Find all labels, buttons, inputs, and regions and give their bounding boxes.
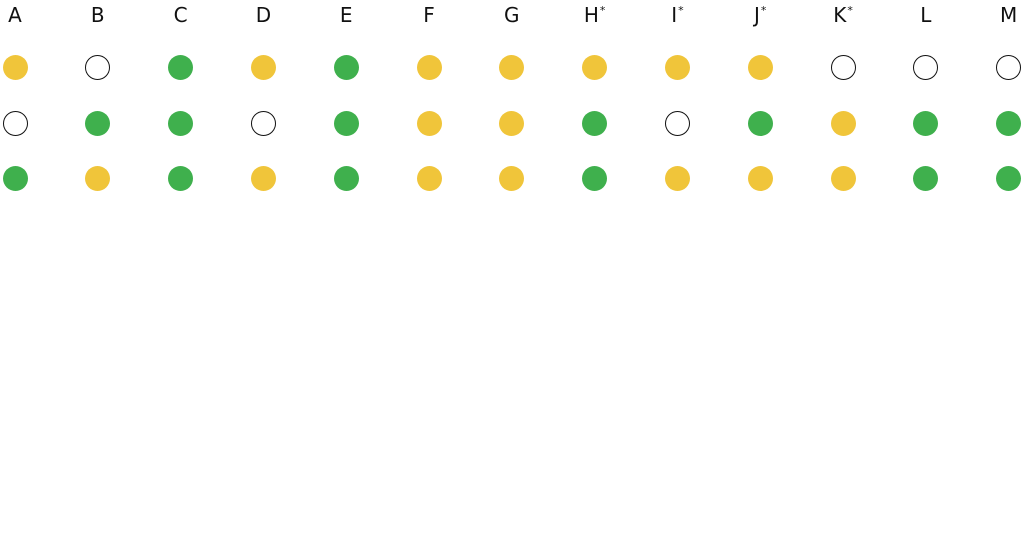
status-dot-yellow — [416, 165, 442, 191]
column-header-f: F — [409, 3, 449, 27]
status-dot-green — [2, 165, 28, 191]
column-header-j: J* — [740, 3, 780, 27]
column-label: K — [833, 3, 847, 27]
status-dot-yellow — [747, 54, 773, 80]
status-dot-green — [913, 110, 939, 136]
column-header-k: K* — [823, 3, 863, 27]
status-dot-green — [747, 110, 773, 136]
status-dot-yellow — [830, 110, 856, 136]
asterisk-marker: * — [599, 4, 606, 17]
column-header-e: E — [326, 3, 366, 27]
status-dot-green — [333, 110, 359, 136]
status-dot-empty — [664, 110, 690, 136]
column-label: L — [920, 3, 932, 27]
column-header-a: A — [0, 3, 35, 27]
column-header-c: C — [161, 3, 201, 27]
status-dot-green — [582, 110, 608, 136]
status-dot-yellow — [2, 54, 28, 80]
status-dot-empty — [85, 54, 111, 80]
column-label: I — [671, 3, 678, 27]
status-dot-yellow — [747, 165, 773, 191]
column-header-m: M — [989, 3, 1024, 27]
status-dot-yellow — [582, 54, 608, 80]
status-dot-yellow — [664, 165, 690, 191]
column-header-l: L — [906, 3, 946, 27]
status-dot-green — [168, 110, 194, 136]
column-header-d: D — [243, 3, 283, 27]
asterisk-marker: * — [760, 4, 767, 17]
status-dot-empty — [250, 110, 276, 136]
column-label: C — [173, 3, 188, 27]
column-header-i: I* — [657, 3, 697, 27]
column-label: E — [339, 3, 353, 27]
status-dot-yellow — [85, 165, 111, 191]
status-dot-yellow — [250, 165, 276, 191]
status-dot-green — [996, 110, 1022, 136]
column-label: G — [504, 3, 520, 27]
column-label: M — [999, 3, 1018, 27]
column-label: J — [753, 3, 760, 27]
status-dot-empty — [913, 54, 939, 80]
status-dot-green — [582, 165, 608, 191]
status-dot-empty — [996, 54, 1022, 80]
status-dot-yellow — [499, 165, 525, 191]
column-header-h: H* — [575, 3, 615, 27]
status-dot-green — [85, 110, 111, 136]
status-dot-yellow — [830, 165, 856, 191]
status-dot-green — [168, 54, 194, 80]
status-dot-green — [913, 165, 939, 191]
column-label: H — [583, 3, 599, 27]
column-label: B — [90, 3, 105, 27]
status-dot-yellow — [416, 54, 442, 80]
status-dot-yellow — [499, 110, 525, 136]
column-header-b: B — [78, 3, 118, 27]
column-label: A — [8, 3, 22, 27]
status-dot-empty — [830, 54, 856, 80]
status-dot-green — [168, 165, 194, 191]
column-label: F — [423, 3, 435, 27]
status-dot-green — [333, 54, 359, 80]
status-dot-yellow — [664, 54, 690, 80]
status-dot-green — [996, 165, 1022, 191]
status-dot-yellow — [250, 54, 276, 80]
column-header-g: G — [492, 3, 532, 27]
column-label: D — [255, 3, 272, 27]
status-dot-yellow — [416, 110, 442, 136]
status-dot-empty — [2, 110, 28, 136]
asterisk-marker: * — [847, 4, 853, 17]
status-dot-yellow — [499, 54, 525, 80]
asterisk-marker: * — [678, 4, 684, 17]
status-dot-green — [333, 165, 359, 191]
